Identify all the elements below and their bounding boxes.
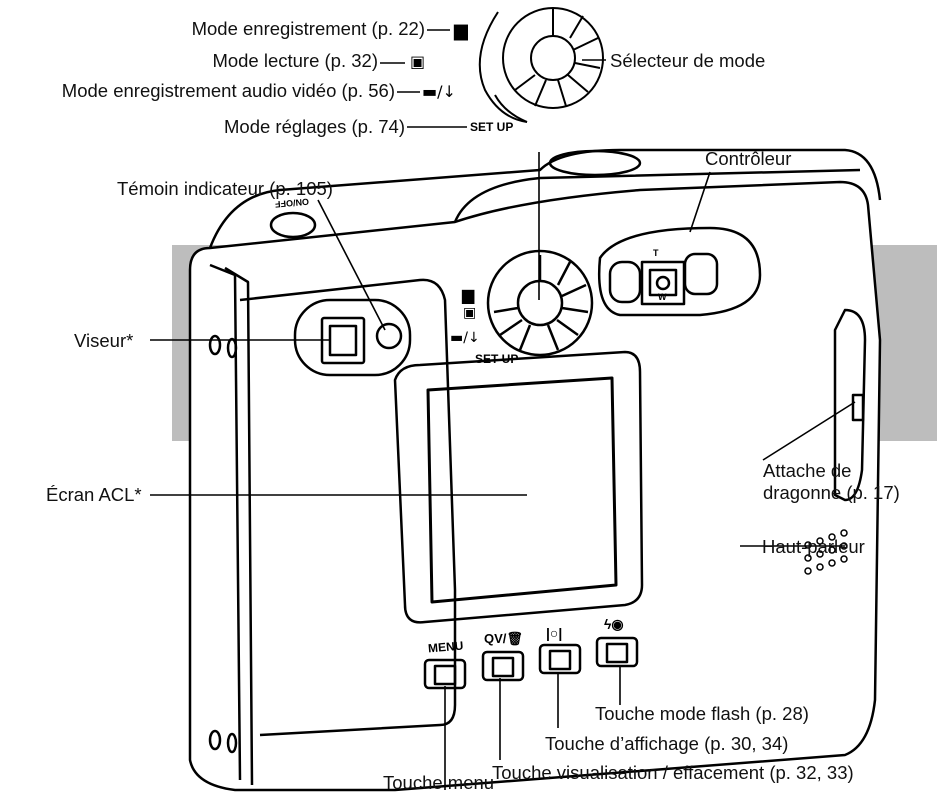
- indicator-lamp: [375, 322, 403, 350]
- label-mode-selector: Sélecteur de mode: [610, 50, 766, 71]
- label-rec-mode: Mode enregistrement (p. 22): [191, 18, 425, 39]
- play-icon-body: ▣: [463, 305, 477, 321]
- label-play-mode: Mode lecture (p. 32): [212, 50, 378, 71]
- camera-top: [208, 148, 882, 249]
- camera-icon: ▆: [454, 20, 468, 41]
- label-strap: Attache de dragonne (p. 17): [763, 460, 900, 503]
- label-flash-button: Touche mode flash (p. 28): [595, 703, 809, 724]
- speaker-holes: [804, 529, 848, 575]
- movie-mic-icon-body: ▬/↓: [450, 330, 480, 346]
- label-setup-mode: Mode réglages (p. 74): [224, 116, 405, 137]
- flash-mark: ϟ◉: [604, 616, 624, 632]
- qv-key: [481, 650, 525, 682]
- label-display-button: Touche d’affichage (p. 30, 34): [545, 733, 789, 754]
- label-speaker: Haut-parleur: [762, 536, 865, 557]
- display-key: [538, 643, 582, 675]
- display-mark: |○|: [546, 625, 563, 641]
- power-button: [269, 211, 317, 239]
- play-icon: ▣: [410, 52, 426, 71]
- zoom-w: W: [658, 292, 667, 302]
- mode-selector-detail: [478, 7, 604, 123]
- label-controller: Contrôleur: [705, 148, 792, 169]
- camera-icon-body: ▆: [462, 285, 475, 304]
- controller: [598, 226, 762, 317]
- viewfinder: [293, 298, 412, 377]
- movie-mic-icon: ▬/↓: [422, 82, 456, 101]
- setup-text-top: SET UP: [470, 120, 514, 134]
- label-viewfinder: Viseur*: [74, 330, 134, 351]
- qv-mark: QV/🗑: [484, 631, 523, 646]
- label-lcd: Écran ACL*: [46, 484, 142, 505]
- lcd-frame: [393, 350, 644, 624]
- lcd-screen: [426, 376, 618, 604]
- label-menu-button: Touche menu: [383, 772, 495, 793]
- setup-text-body: SET UP: [475, 352, 519, 366]
- shutter-button: [548, 149, 642, 177]
- strap-lug: [833, 308, 867, 502]
- mode-dial: [486, 249, 594, 357]
- zoom-t: T: [653, 248, 659, 258]
- label-qv-button: Touche visualisation / effacement (p. 32…: [492, 762, 854, 783]
- camera-body: [188, 180, 882, 792]
- flash-key: [595, 636, 639, 668]
- label-movie-mode: Mode enregistrement audio vidéo (p. 56): [61, 80, 395, 101]
- label-indicator-lamp: Témoin indicateur (p. 105): [117, 178, 333, 199]
